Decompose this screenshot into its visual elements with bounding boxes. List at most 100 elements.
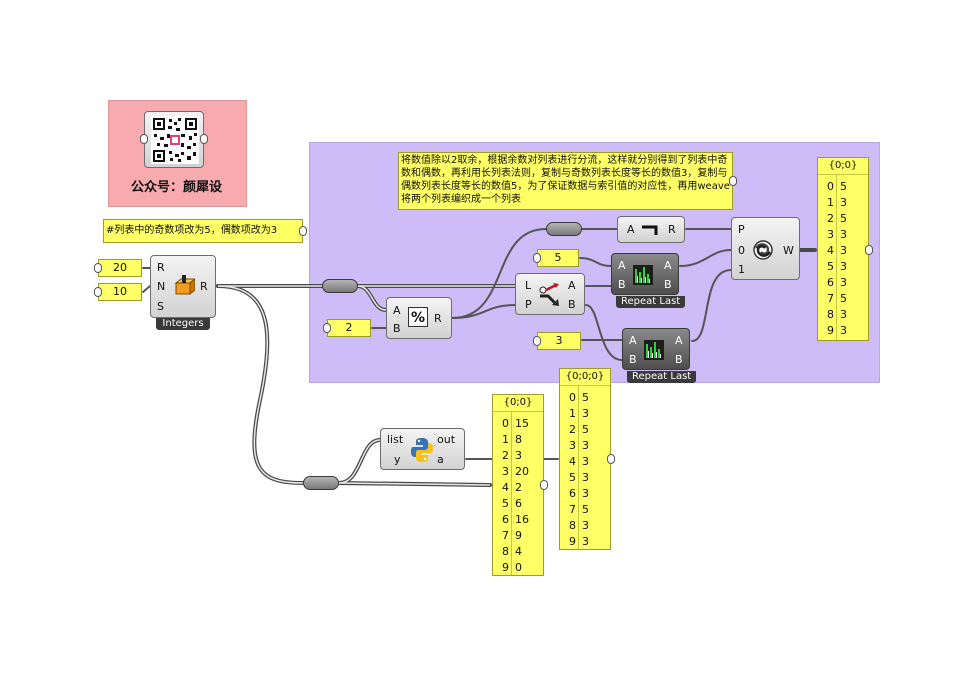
row-value: 16 [515, 513, 529, 526]
repeat-last-bottom-component[interactable]: A B A B [622, 328, 690, 370]
python-output-out[interactable]: out [437, 433, 456, 446]
dispatch-input-p[interactable]: P [525, 298, 532, 311]
divisor-input-panel[interactable]: 2 [327, 319, 371, 337]
integers-output-r[interactable]: R [200, 280, 208, 293]
row-index: 5 [502, 497, 509, 510]
dispatch-component[interactable]: L P A B [515, 273, 585, 315]
row-value: 3 [840, 308, 847, 321]
qr-output-grip[interactable] [200, 134, 208, 144]
wire-integers-to-relay2 [216, 284, 305, 485]
repeat-bottom-input-a[interactable]: A [629, 334, 637, 347]
weave-panel-output-grip[interactable] [865, 245, 873, 255]
integers-component[interactable]: R N S R [150, 255, 216, 318]
description-note[interactable]: 将数值除以2取余，根据余数对列表进行分流，这样就分别得到了列表中奇数和偶数，再利… [398, 152, 733, 210]
weave-component[interactable]: P 0 1 W [731, 217, 800, 280]
count-panel-grip[interactable] [94, 287, 102, 297]
row-value: 5 [840, 212, 847, 225]
row-value: 3 [840, 260, 847, 273]
integers-panel-output-grip[interactable] [540, 480, 548, 490]
odd-even-note-grip[interactable] [299, 226, 307, 236]
not-input-a[interactable]: A [627, 223, 635, 236]
repeat-top-input-b[interactable]: B [618, 278, 626, 291]
even-panel-grip[interactable] [533, 336, 541, 346]
repeat-last-top-component[interactable]: A B A B [611, 253, 679, 295]
relay-integers-upper[interactable] [322, 279, 358, 293]
qr-input-grip[interactable] [140, 134, 148, 144]
row-index: 6 [827, 276, 834, 289]
integers-label: Integers [156, 318, 210, 330]
python-panel-output-grip[interactable] [607, 454, 615, 464]
weave-output-w[interactable]: W [783, 244, 794, 257]
repeat-top-output-b[interactable]: B [664, 278, 672, 291]
relay-integers-lower[interactable] [303, 476, 339, 490]
integers-input-n[interactable]: N [157, 280, 166, 293]
wire-five-to-repeat-top-a [579, 257, 612, 267]
repeat-top-input-a[interactable]: A [618, 259, 626, 272]
dispatch-output-b[interactable]: B [568, 298, 576, 311]
wire-relay2-to-python-list [337, 438, 382, 485]
row-value: 3 [582, 535, 589, 548]
row-value: 0 [515, 561, 522, 574]
qr-caption: 公众号：颜犀设 [130, 180, 222, 195]
range-input-panel[interactable]: 20 [98, 259, 142, 277]
not-output-r[interactable]: R [668, 223, 676, 236]
wire-repeat-bottom-to-weave-1 [691, 269, 732, 342]
row-index: 6 [502, 513, 509, 526]
range-panel-grip[interactable] [94, 263, 102, 273]
modulus-input-b[interactable]: B [393, 322, 401, 335]
divisor-panel-grip[interactable] [323, 323, 331, 333]
odd-panel-grip[interactable] [533, 253, 541, 263]
row-value: 5 [840, 180, 847, 193]
weave-input-p[interactable]: P [738, 223, 745, 236]
dispatch-output-a[interactable]: A [568, 279, 576, 292]
relay-modulus[interactable] [546, 222, 582, 236]
modulus-component[interactable]: A B R % [386, 297, 452, 339]
python-script-component[interactable]: list y out a [380, 428, 465, 470]
repeat-bottom-output-b[interactable]: B [675, 353, 683, 366]
python-input-list[interactable]: list [387, 433, 404, 446]
integers-input-r[interactable]: R [157, 261, 165, 274]
random-box-icon [174, 275, 195, 296]
repeat-top-output-a[interactable]: A [664, 259, 672, 272]
dispatch-input-l[interactable]: L [525, 279, 532, 292]
row-index: 4 [827, 244, 834, 257]
repeat-bottom-input-b[interactable]: B [629, 353, 637, 366]
row-value: 5 [582, 503, 589, 516]
row-index: 5 [827, 260, 834, 273]
odd-even-note[interactable]: #列表中的奇数项改为5，偶数项改为3 [103, 219, 303, 243]
repeat-bottom-output-a[interactable]: A [675, 334, 683, 347]
count-input-panel[interactable]: 10 [98, 283, 142, 301]
qr-image-component[interactable] [140, 111, 208, 168]
wire-count-to-n [142, 285, 151, 293]
modulus-input-a[interactable]: A [393, 304, 401, 317]
integers-input-s[interactable]: S [157, 300, 164, 313]
modulus-output-r[interactable]: R [434, 312, 442, 325]
row-index: 2 [569, 423, 576, 436]
not-gate-component[interactable]: A R [617, 216, 685, 243]
weave-input-0[interactable]: 0 [738, 244, 745, 257]
even-value-panel[interactable]: 3 [537, 332, 581, 350]
weave-input-1[interactable]: 1 [738, 263, 745, 276]
row-value: 6 [515, 497, 522, 510]
odd-value-panel[interactable]: 5 [537, 249, 579, 267]
repeat-bars-icon [633, 265, 653, 285]
python-output-a[interactable]: a [437, 453, 444, 466]
description-note-grip[interactable] [729, 176, 737, 186]
row-index: 8 [569, 519, 576, 532]
python-input-y[interactable]: y [394, 453, 401, 466]
row-index: 7 [502, 529, 509, 542]
